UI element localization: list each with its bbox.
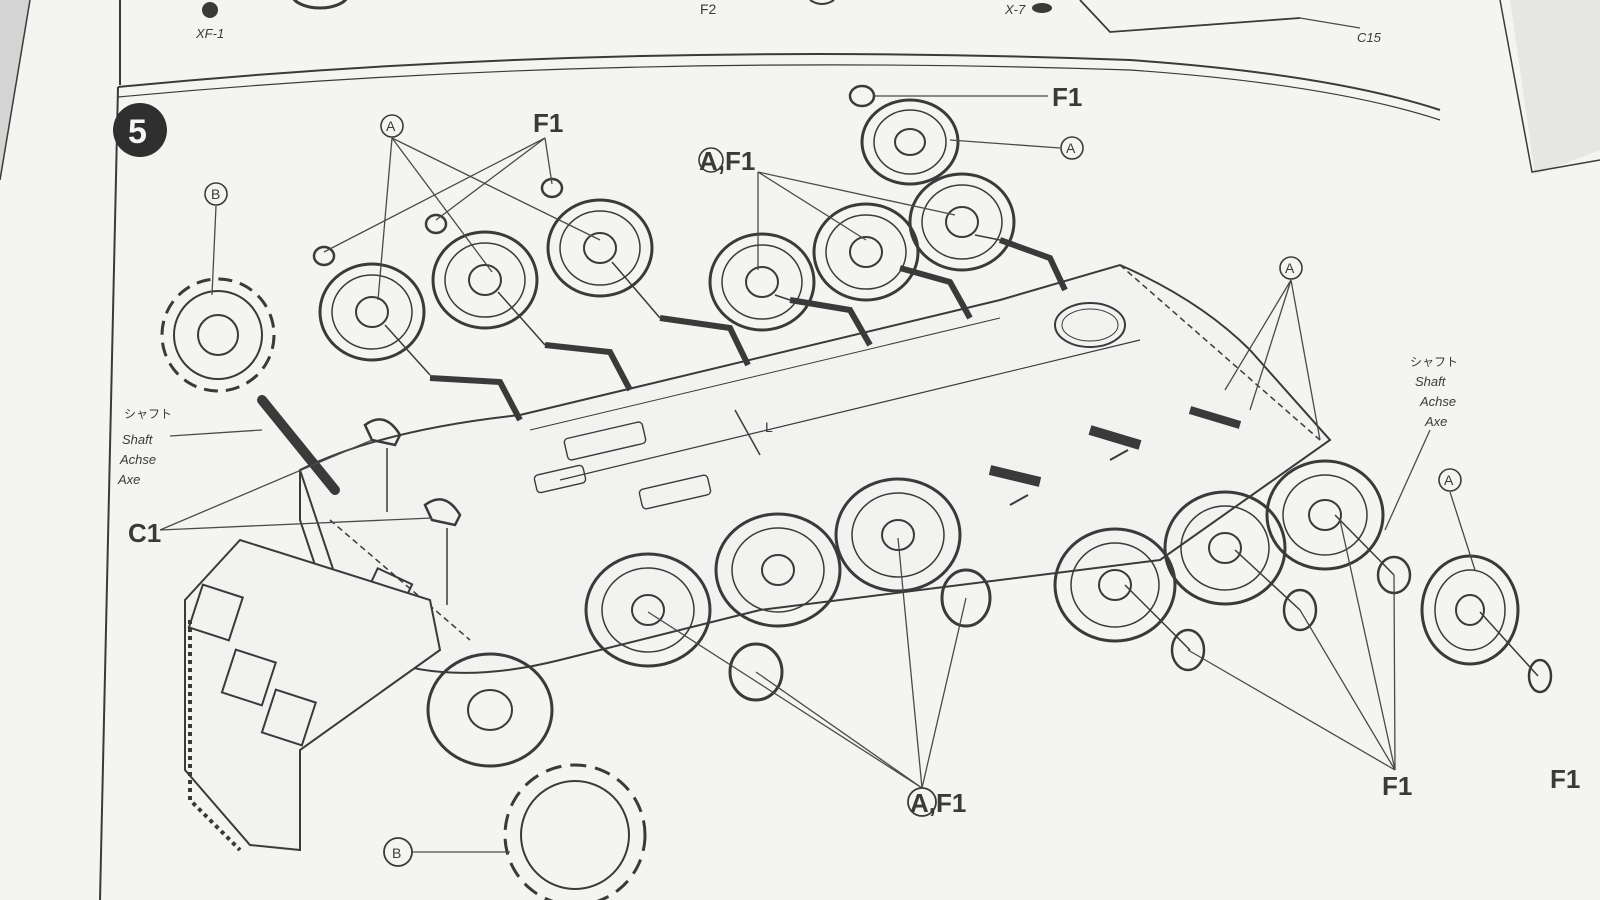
svg-text:B: B [392, 845, 401, 861]
road-wheel [1053, 527, 1177, 643]
road-wheel [708, 232, 816, 332]
road-wheel [860, 98, 960, 186]
callout-f1: F1 [1052, 82, 1082, 112]
svg-text:A: A [1444, 472, 1454, 488]
road-wheel [812, 202, 920, 302]
road-wheel [584, 552, 712, 668]
top-strip: XF-1 F2 X-7 C15 [119, 0, 1382, 85]
part-c15-label: C15 [1357, 30, 1382, 45]
lower-suspension-arms [988, 406, 1242, 506]
road-wheel [1265, 459, 1385, 571]
paint-code-xf1: XF-1 [195, 26, 224, 41]
leader-lines [159, 95, 1476, 853]
front-sprocket-upper [160, 277, 276, 393]
callout-a-f1: A,F1 [698, 146, 755, 176]
callout-labels: A A A A B B F1 F1 F1 F1 A,F1 [117, 82, 1580, 867]
road-wheel [431, 230, 539, 330]
step-frame-top-inner [117, 64, 1441, 121]
svg-text:Shaft: Shaft [1415, 374, 1447, 389]
part-f2-label: F2 [700, 1, 717, 17]
road-wheel [714, 512, 842, 628]
shaft-label-right: シャフト Shaft Achse Axe [1410, 355, 1458, 429]
left-page-edge-line [0, 0, 31, 181]
callout-a: A [1060, 136, 1084, 160]
front-sprocket-lower [503, 763, 647, 900]
svg-text:Shaft: Shaft [122, 432, 154, 447]
right-page-edge [1510, 0, 1600, 175]
idler-wheel [426, 652, 554, 768]
lower-hub-caps [728, 555, 1553, 702]
svg-text:L: L [765, 419, 773, 435]
svg-text:Axe: Axe [1424, 414, 1447, 429]
shaft-rod [257, 395, 340, 495]
upper-axle-arrows [384, 234, 1001, 376]
c1-brackets [363, 418, 462, 605]
road-wheel [834, 477, 962, 593]
svg-text:B: B [211, 186, 220, 202]
svg-text:A: A [386, 118, 396, 134]
paint-code-x7: X-7 [1004, 2, 1026, 17]
callout-b: B [204, 182, 228, 206]
svg-text:Achse: Achse [119, 452, 156, 467]
svg-text:シャフト: シャフト [124, 407, 172, 421]
hull-hatch-circle [1054, 302, 1126, 348]
shaft-label-left: シャフト Shaft Achse Axe [117, 407, 172, 487]
callout-f1: F1 [1382, 771, 1412, 801]
lower-road-wheels [584, 459, 1520, 668]
callout-c1: C1 [128, 518, 161, 548]
svg-text:Axe: Axe [117, 472, 140, 487]
callout-f1: F1 [533, 108, 563, 138]
road-wheel [318, 262, 426, 362]
hull: L [298, 263, 1332, 674]
svg-text:Achse: Achse [1419, 394, 1456, 409]
step-number: 5 [128, 113, 147, 151]
transmission-housing [184, 538, 442, 852]
callout-a: A [1438, 468, 1462, 492]
road-wheel [908, 172, 1016, 272]
lower-axle-lines [1124, 514, 1539, 677]
svg-text:A,F1: A,F1 [910, 788, 966, 818]
step-frame-top [117, 53, 1441, 111]
road-wheel [1163, 490, 1287, 606]
svg-text:A,F1: A,F1 [699, 146, 755, 176]
callout-f1: F1 [1550, 764, 1580, 794]
road-wheel [546, 198, 654, 298]
svg-text:A: A [1285, 260, 1295, 276]
step-badge: 5 [113, 103, 167, 157]
callout-a: A [1279, 256, 1303, 280]
callout-a: A [380, 114, 404, 138]
right-page-edge-line [1499, 0, 1600, 173]
callout-a-f1: A,F1 [907, 787, 966, 818]
upper-hub-caps [312, 84, 876, 267]
svg-text:A: A [1066, 140, 1076, 156]
svg-text:シャフト: シャフト [1410, 355, 1458, 369]
upper-road-wheels [318, 98, 1016, 362]
step-frame-left [99, 86, 119, 900]
